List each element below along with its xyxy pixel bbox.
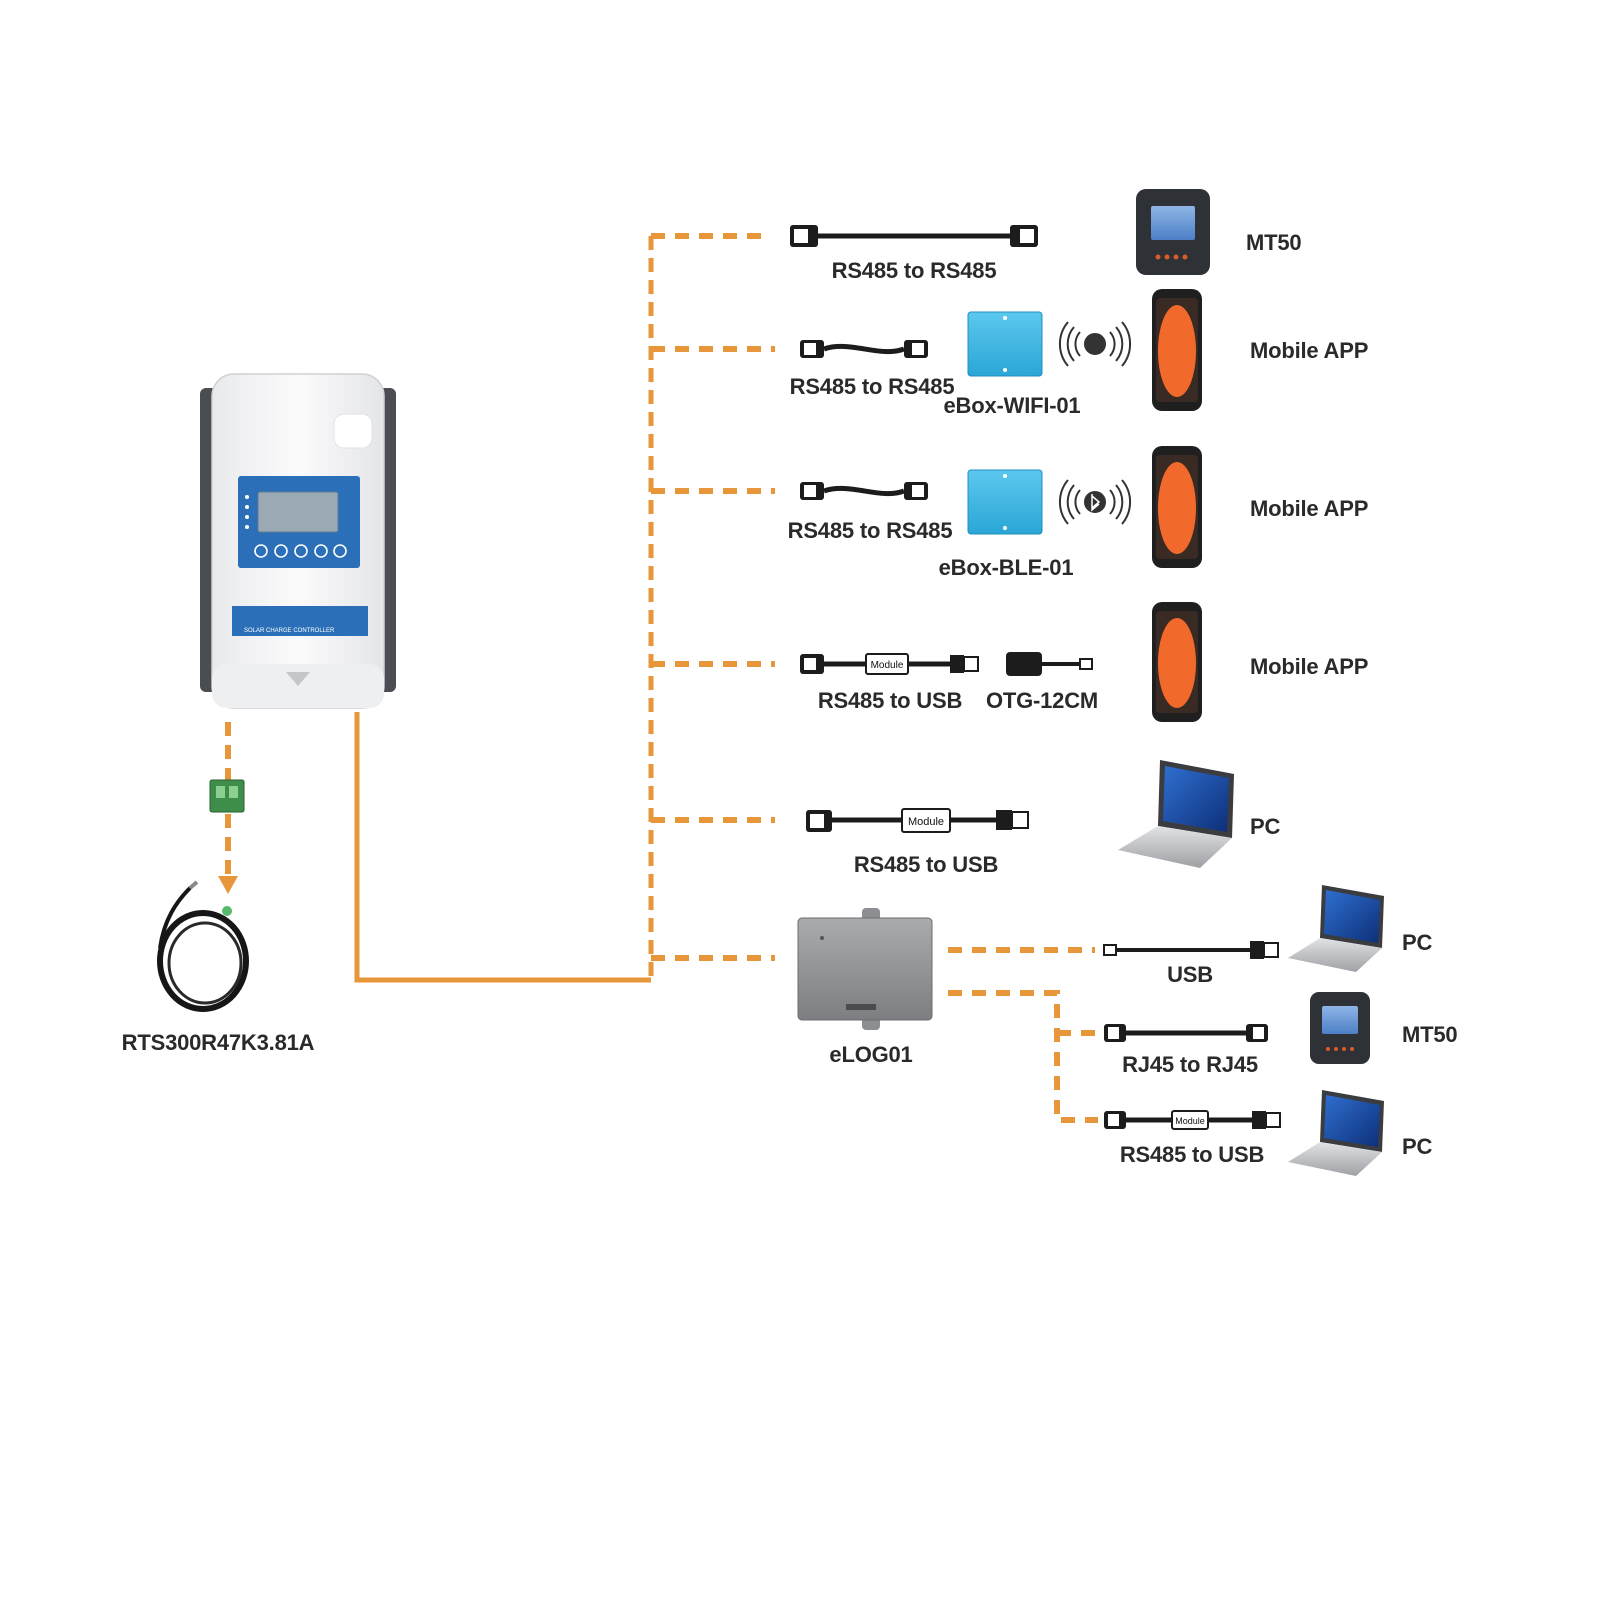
usb-cable-icon: [1103, 941, 1279, 959]
usb-cable-icon: [1104, 1110, 1281, 1130]
phone-icon: [1152, 602, 1202, 722]
usb-cable-icon: [800, 653, 979, 675]
cable-label: RS485 to RS485: [789, 374, 955, 399]
cable-icon: [790, 225, 1038, 247]
mt50-display-icon: [1310, 992, 1370, 1064]
elog-box-icon: [797, 908, 933, 1030]
device-label: PC: [1402, 930, 1433, 955]
cable-label: RS485 to RS485: [831, 258, 997, 283]
phone-icon: [1152, 289, 1202, 411]
elog-branch-line: [948, 990, 1098, 1123]
usb-cable-icon: [806, 808, 1029, 833]
mt50-display-icon: [1136, 189, 1210, 275]
device-label: MT50: [1402, 1022, 1458, 1047]
laptop-icon: [1288, 1090, 1384, 1176]
arrow-down-icon: [218, 876, 238, 894]
device-label: Mobile APP: [1250, 654, 1369, 679]
device-label: Mobile APP: [1250, 338, 1369, 363]
device-label: MT50: [1246, 230, 1302, 255]
temperature-sensor-icon: [157, 880, 249, 1012]
ebox-icon: [967, 311, 1043, 377]
module-caption: Module: [908, 816, 944, 828]
ebox-icon: [967, 469, 1043, 535]
bluetooth-signal-icon: [1058, 479, 1132, 525]
sensor-label: RTS300R47K3.81A: [121, 1030, 315, 1055]
elog-label: eLOG01: [829, 1042, 913, 1067]
module-caption: Module: [871, 660, 904, 671]
cable-icon: [1104, 1024, 1268, 1042]
cable-label: USB: [1167, 962, 1213, 987]
cable-label: RS485 to RS485: [787, 518, 953, 543]
cable-icon: [800, 340, 928, 358]
module-caption: Module: [1175, 1116, 1205, 1126]
laptop-icon: [1118, 760, 1234, 868]
adapter-label: eBox-BLE-01: [938, 555, 1074, 580]
cable-label: RS485 to USB: [1119, 1142, 1265, 1167]
device-label: Mobile APP: [1250, 496, 1369, 521]
adapter-label: OTG-12CM: [985, 688, 1099, 713]
cable-label: RS485 to USB: [853, 852, 999, 877]
terminal-connector-icon: [209, 779, 245, 813]
laptop-icon: [1288, 885, 1384, 972]
cable-label: RS485 to USB: [817, 688, 963, 713]
device-label: PC: [1402, 1134, 1433, 1159]
device-label: PC: [1250, 814, 1281, 839]
otg-adapter-icon: [1006, 652, 1093, 676]
cable-label: RJ45 to RJ45: [1122, 1052, 1258, 1077]
adapter-label: eBox-WIFI-01: [943, 393, 1081, 418]
wifi-signal-icon: [1058, 321, 1132, 367]
cable-icon: [800, 482, 928, 500]
panel-caption: SOLAR CHARGE CONTROLLER: [244, 628, 335, 634]
controller-link-line: [354, 712, 651, 983]
phone-icon: [1152, 446, 1202, 568]
solar-controller-icon: [200, 373, 396, 709]
